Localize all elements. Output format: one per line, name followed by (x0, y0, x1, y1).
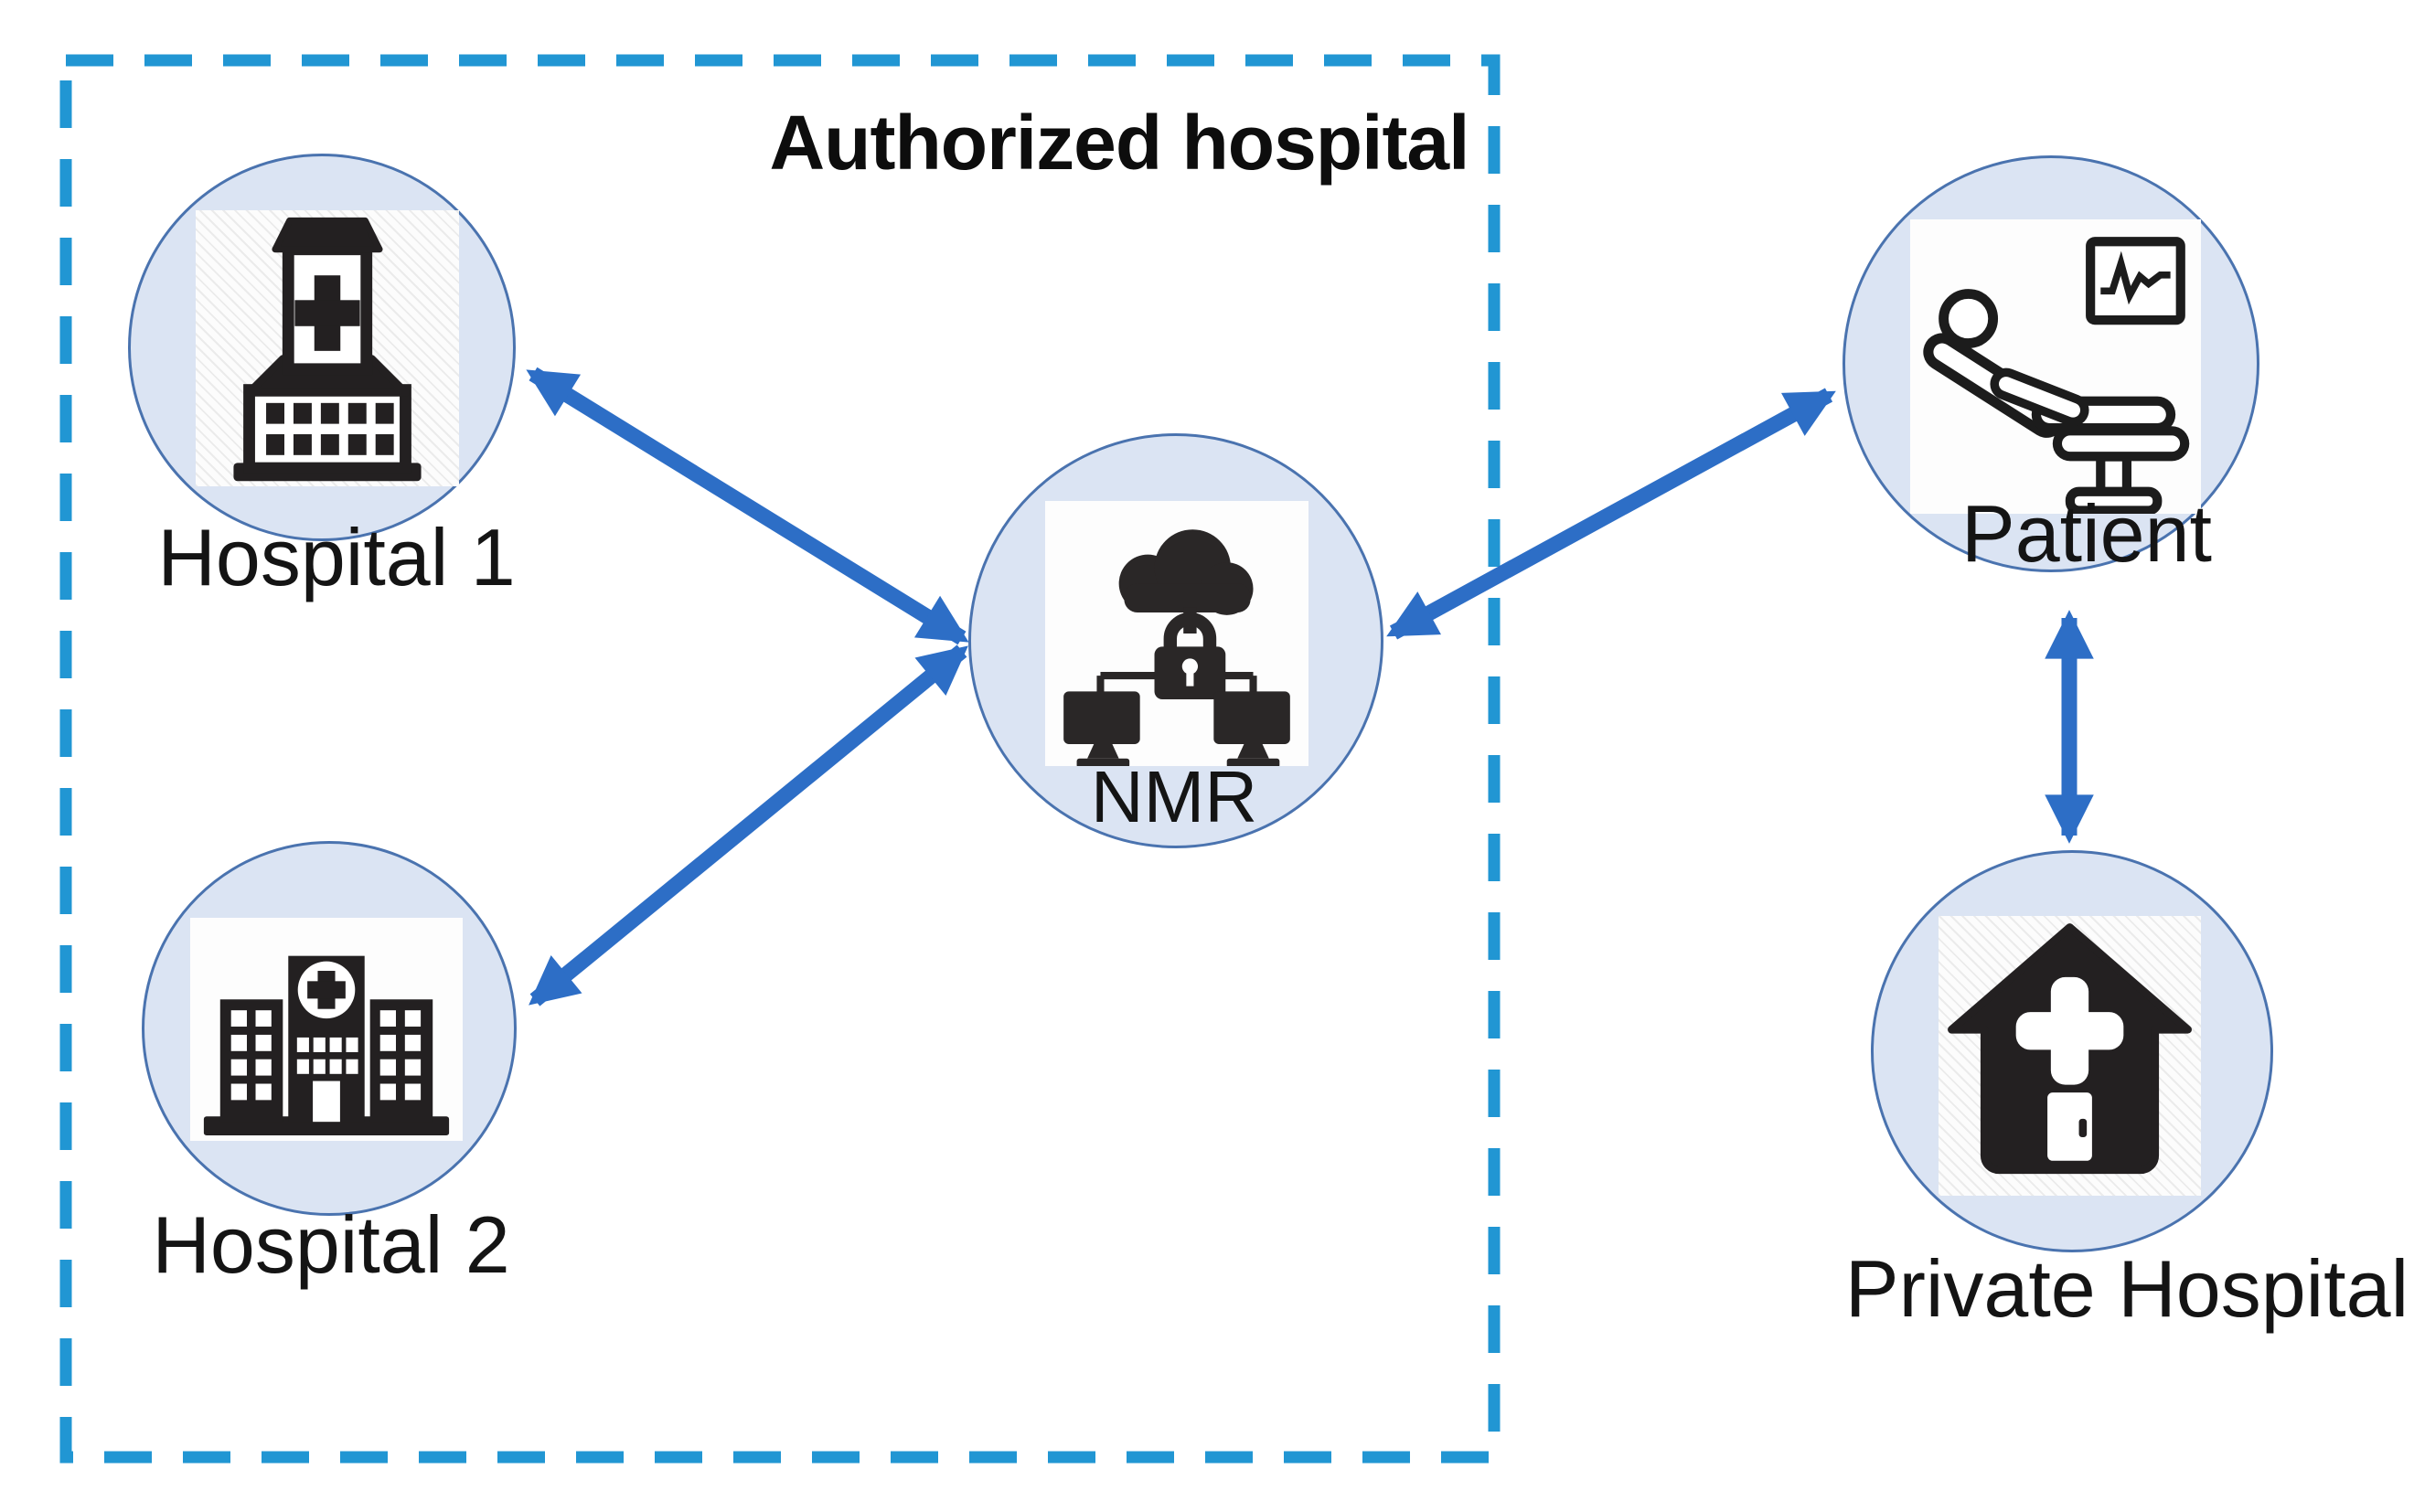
private-hospital-icon (1939, 916, 2201, 1196)
edge-hospital2-nmr (529, 644, 968, 1006)
cloud-lock-network-icon (1045, 501, 1308, 766)
authorized-zone-title: Authorized hospital (769, 100, 1470, 186)
node-label-private-hospital: Private Hospital (1844, 1243, 2409, 1334)
node-label-patient: Patient (1961, 488, 2212, 579)
edge-hospital1-nmr (526, 367, 969, 645)
node-label-hospital-1: Hospital 1 (157, 512, 516, 602)
node-label-hospital-2: Hospital 2 (152, 1199, 510, 1290)
hospital-complex-icon (190, 918, 463, 1141)
patient-bed-icon (1910, 219, 2201, 514)
edge-nmr-patient (1386, 388, 1836, 640)
node-label-nmr: NMR (1090, 756, 1258, 837)
hospital-building-icon (196, 210, 459, 486)
authorized-zone-border (59, 54, 1501, 1464)
